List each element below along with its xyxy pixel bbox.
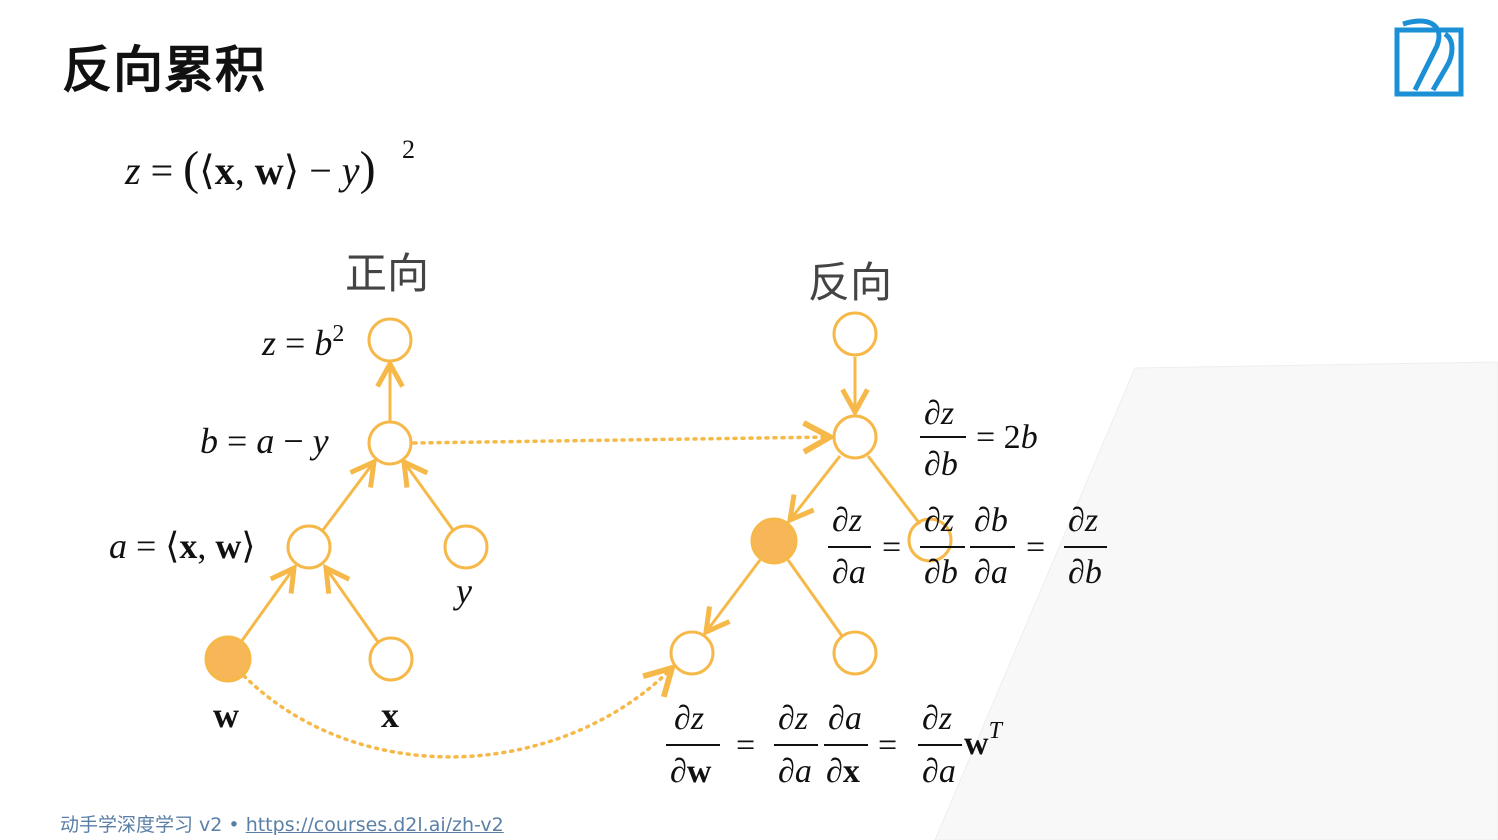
svg-text:∂z: ∂z <box>924 502 954 539</box>
equation-dz-db: ∂z ∂b = 2b <box>920 395 1038 483</box>
svg-text:∂b: ∂b <box>924 446 958 483</box>
svg-text:∂b: ∂b <box>924 554 958 591</box>
backward-label: 反向 <box>808 258 892 307</box>
svg-text:∂a: ∂a <box>832 554 866 591</box>
forward-label: 正向 <box>345 249 429 298</box>
svg-text:∂z: ∂z <box>778 700 808 737</box>
dotted-link-b <box>412 437 830 443</box>
svg-text:=: = <box>736 727 755 764</box>
footer: 动手学深度学习 v2 • https://courses.d2l.ai/zh-v… <box>60 810 504 837</box>
footer-separator: • <box>228 814 240 836</box>
dotted-link-w <box>242 668 672 759</box>
node-w <box>204 635 252 683</box>
svg-text:=: = <box>882 529 901 566</box>
footer-link[interactable]: https://courses.d2l.ai/zh-v2 <box>245 814 504 836</box>
label-node-z: z = b2 <box>261 321 344 363</box>
main-equation-exponent: 2 <box>402 135 415 164</box>
svg-text:=: = <box>878 727 897 764</box>
label-node-b: b = a − y <box>200 421 329 461</box>
back-node-z <box>832 311 878 357</box>
equation-dz-dw: ∂z ∂w = ∂z ∂a ∂a ∂x = ∂z ∂a wT <box>666 700 1004 790</box>
svg-text:∂b: ∂b <box>1068 554 1102 591</box>
svg-text:∂a: ∂a <box>778 753 812 790</box>
edge-back-a-to-x <box>786 559 844 637</box>
svg-text:∂x: ∂x <box>826 753 860 790</box>
label-leaf-w: w <box>213 695 239 735</box>
back-node-b <box>832 414 878 460</box>
svg-text:∂z: ∂z <box>674 700 704 737</box>
footer-course: 动手学深度学习 v2 <box>60 814 223 836</box>
svg-text:∂z: ∂z <box>924 395 954 432</box>
svg-text:∂a: ∂a <box>922 753 956 790</box>
label-leaf-y: y <box>453 571 472 611</box>
slide-title: 反向累积 <box>62 41 266 99</box>
d2l-logo-icon <box>1394 18 1464 97</box>
svg-text:= 2b: = 2b <box>976 419 1038 456</box>
svg-text:∂b: ∂b <box>974 502 1008 539</box>
back-node-w <box>669 630 715 676</box>
node-b <box>367 420 413 466</box>
label-leaf-x: x <box>381 695 399 735</box>
svg-text:∂z: ∂z <box>922 700 952 737</box>
svg-text:∂z: ∂z <box>1068 502 1098 539</box>
back-node-y <box>907 517 953 563</box>
edge-x-to-a <box>326 568 380 643</box>
svg-text:∂a: ∂a <box>828 700 862 737</box>
svg-text:∂a: ∂a <box>974 554 1008 591</box>
equation-dz-da: ∂z ∂a = ∂z ∂b ∂b ∂a = ∂z ∂b <box>828 502 1107 591</box>
svg-text:wT: wT <box>964 718 1004 762</box>
label-node-a: a = ⟨x, w⟩ <box>109 526 255 566</box>
back-node-x <box>832 630 878 676</box>
edge-back-a-to-w <box>706 559 762 632</box>
background-shape <box>934 361 1498 840</box>
node-y <box>443 524 489 570</box>
node-a <box>286 524 332 570</box>
edge-back-b-to-y <box>866 455 922 525</box>
node-z <box>367 317 413 363</box>
svg-text:∂z: ∂z <box>832 502 862 539</box>
back-node-a <box>750 517 798 565</box>
svg-text:=: = <box>1026 529 1045 566</box>
edge-back-b-to-a <box>790 455 842 520</box>
svg-text:∂w: ∂w <box>670 753 712 790</box>
edge-a-to-b <box>321 462 374 531</box>
edge-y-to-b <box>404 462 455 531</box>
edge-w-to-a <box>239 568 294 643</box>
node-x <box>368 636 414 682</box>
main-equation: z = (⟨x, w⟩ − y) <box>124 142 376 195</box>
